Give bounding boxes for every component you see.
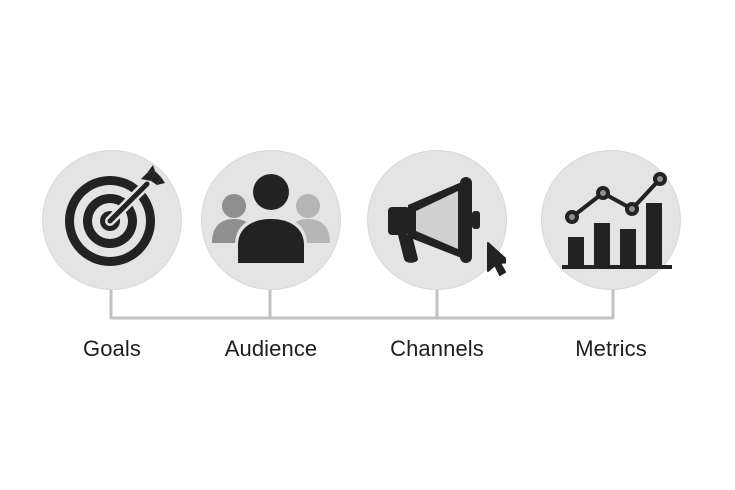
- channels-circle: [367, 150, 507, 290]
- metrics-label: Metrics: [575, 336, 647, 361]
- users-group-icon: [212, 171, 330, 265]
- target-arrow-icon: [65, 165, 165, 266]
- step-metrics: Metrics: [541, 150, 681, 361]
- audience-circle: [201, 150, 341, 290]
- goals-circle: [42, 150, 182, 290]
- bar-line-chart-icon: [562, 172, 672, 269]
- audience-label: Audience: [224, 336, 318, 361]
- step-audience: Audience: [201, 150, 341, 361]
- step-goals: Goals: [42, 150, 182, 361]
- goals-label: Goals: [83, 336, 141, 361]
- step-channels: Channels: [367, 150, 507, 361]
- megaphone-cursor-icon: [388, 177, 506, 276]
- channels-label: Channels: [390, 336, 484, 361]
- metrics-circle: [541, 150, 681, 290]
